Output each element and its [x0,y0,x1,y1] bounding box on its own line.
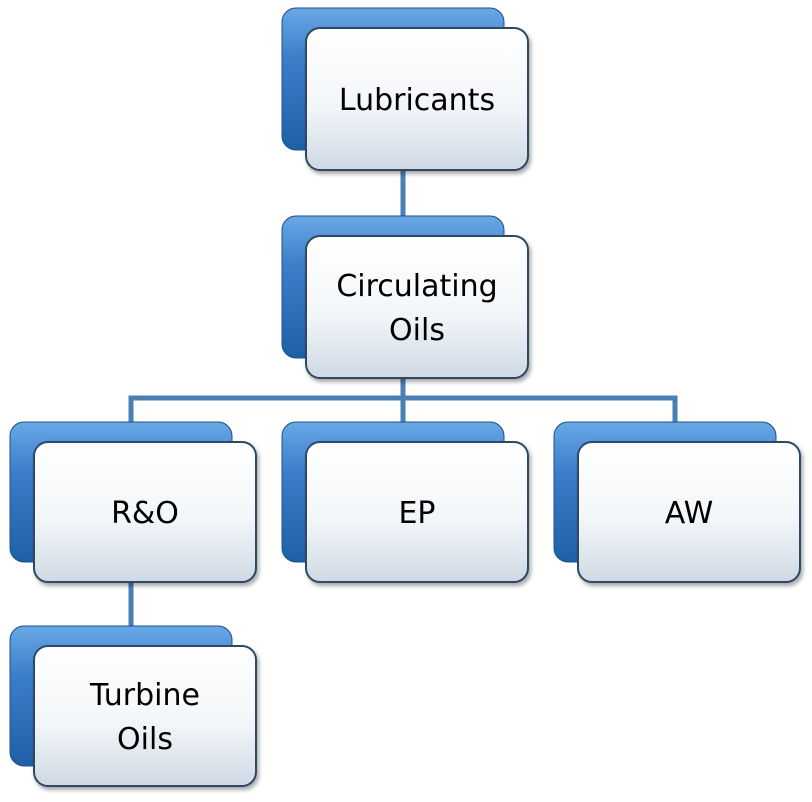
node-front-card [305,441,529,583]
connector-circulating_oils-to-aw [400,378,678,422]
node-label: Turbine [89,678,200,713]
node-aw: AW [553,421,801,583]
node-ep: EP [281,421,529,583]
node-lubricants: Lubricants [281,7,529,171]
node-front-card [33,645,257,787]
node-r-and-o: R&O [9,421,257,583]
node-label: R&O [111,496,179,531]
node-front-card [305,27,529,171]
connectors [128,170,678,626]
node-label: Circulating [336,269,497,304]
node-label: Oils [117,722,173,757]
node-front-card [577,441,801,583]
node-front-card [305,235,529,379]
connector-circulating_oils-to-r_and_o [128,378,406,422]
node-label: Oils [389,313,445,348]
node-label: Lubricants [339,83,495,118]
node-label: EP [398,496,435,531]
node-front-card [33,441,257,583]
node-label: AW [665,496,714,531]
